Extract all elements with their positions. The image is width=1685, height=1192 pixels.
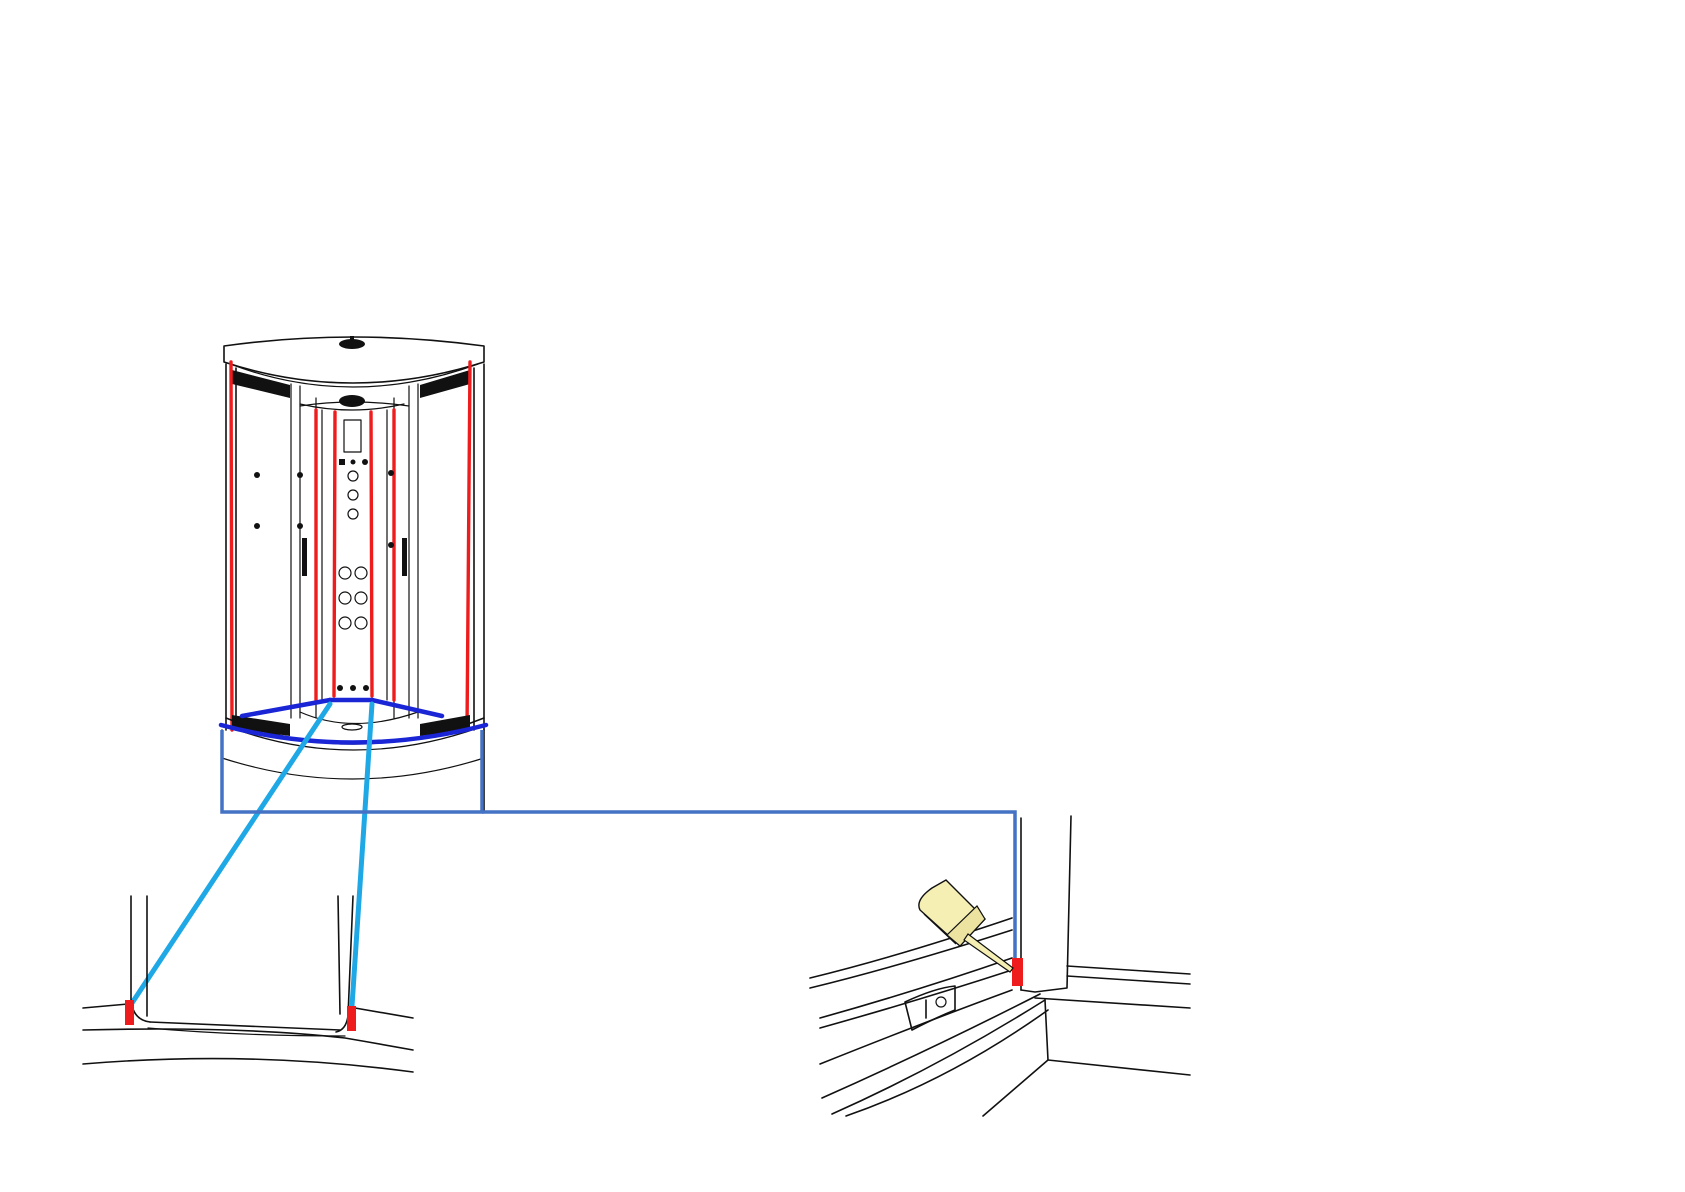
cabin-posts — [226, 364, 484, 730]
control-panel — [337, 420, 369, 691]
sealant-spot — [1012, 958, 1023, 986]
cabin-sealant-lines — [231, 362, 470, 730]
valve-knob — [905, 986, 955, 1030]
right-door-handle — [402, 538, 407, 576]
corner-seal-left — [125, 1000, 134, 1025]
left-door-handle — [302, 538, 307, 576]
shower-cabin-overview — [221, 336, 486, 812]
door-hardware — [254, 470, 407, 576]
cabin-roof — [224, 336, 484, 410]
detail-sealant-application — [810, 816, 1190, 1116]
sealant-tube-icon — [919, 880, 1013, 972]
corner-seal-right — [347, 1006, 356, 1031]
detail-tray-corner-seal — [83, 896, 413, 1072]
connector-box — [222, 730, 1015, 962]
